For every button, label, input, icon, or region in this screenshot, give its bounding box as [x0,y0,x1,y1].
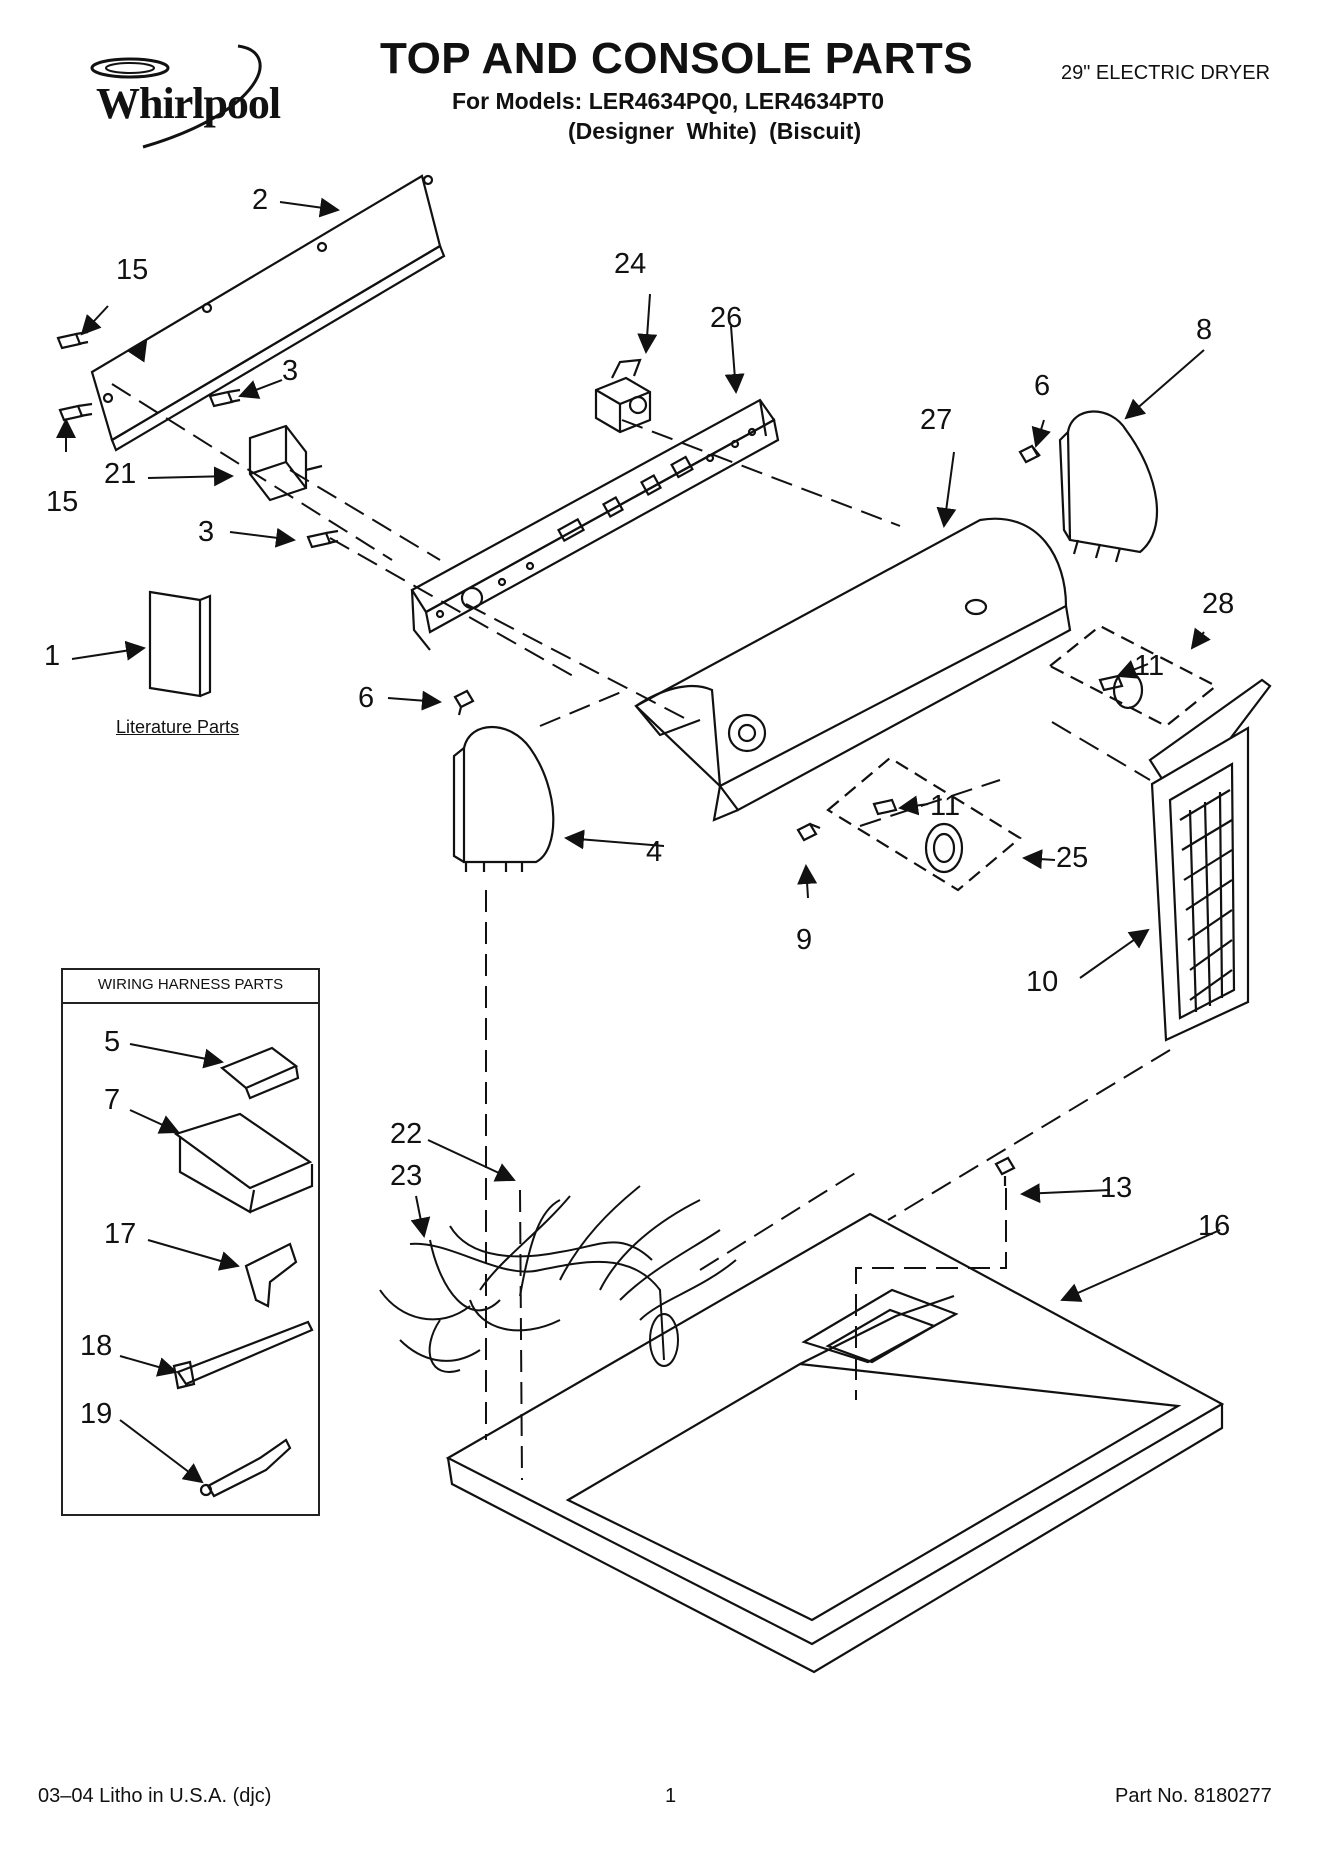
callout-8: 8 [1196,314,1213,346]
wiring-harness-box [61,968,320,1516]
callout-3: 3 [282,355,299,387]
end-cap-right-part [1058,410,1159,563]
page-number: 1 [665,1785,677,1807]
callout-21: 21 [104,458,137,490]
callout-11: 11 [930,790,961,822]
callout-24: 24 [614,248,647,280]
callout-15: 15 [116,254,149,286]
callout-7: 7 [104,1084,121,1116]
literature-part [148,590,212,698]
connector-part-5 [219,1046,300,1100]
callout-13: 13 [1100,1172,1133,1204]
callout-3: 3 [198,516,215,548]
model-finishes: (Designer White) (Biscuit) [568,118,862,144]
wiring-harness-title: WIRING HARNESS PARTS [61,968,320,1004]
callout-22: 22 [390,1118,423,1150]
lint-screen-part [1148,678,1272,1042]
whirlpool-logo [88,42,313,152]
callout-15: 15 [46,486,79,518]
wiring-harness-part [379,1185,737,1373]
callout-23: 23 [390,1160,423,1192]
switch-part [248,424,323,502]
callout-6: 6 [1034,370,1051,402]
rear-panel-part [90,174,446,452]
timer-part [594,358,652,434]
part-number: Part No. 8180277 [1115,1785,1272,1807]
callout-4: 4 [646,836,663,868]
brand-name: Whirlpool [96,79,281,128]
end-cap-left-part [452,726,555,872]
callout-5: 5 [104,1026,121,1058]
callout-18: 18 [80,1330,113,1362]
callout-25: 25 [1056,842,1089,874]
callout-10: 10 [1026,966,1059,998]
callout-2: 2 [252,184,269,216]
product-type: 29" ELECTRIC DRYER [1061,62,1271,84]
connector-part-7 [173,1112,314,1214]
callout-17: 17 [104,1218,137,1250]
clip-part-17 [244,1242,298,1308]
page-title: TOP AND CONSOLE PARTS [380,34,974,83]
footer-litho: 03–04 Litho in U.S.A. (djc) [38,1785,272,1807]
console-part [634,517,1072,822]
callout-6: 6 [358,682,375,714]
callout-28: 28 [1202,588,1235,620]
control-bracket-part [410,398,780,651]
literature-parts-label: Literature Parts [116,717,240,737]
terminal-part-19 [199,1438,292,1498]
callout-19: 19 [80,1398,113,1430]
callout-11: 11 [1134,650,1165,682]
knob-part-28 [1047,624,1219,728]
callout-9: 9 [796,924,813,956]
callout-16: 16 [1198,1210,1231,1242]
tie-strap-part-18 [172,1320,314,1390]
dryer-top-part [445,1212,1225,1674]
callout-1: 1 [44,640,61,672]
model-numbers: For Models: LER4634PQ0, LER4634PT0 [452,88,885,114]
knob-part-25 [826,756,1022,892]
callout-27: 27 [920,404,953,436]
callout-26: 26 [710,302,743,334]
